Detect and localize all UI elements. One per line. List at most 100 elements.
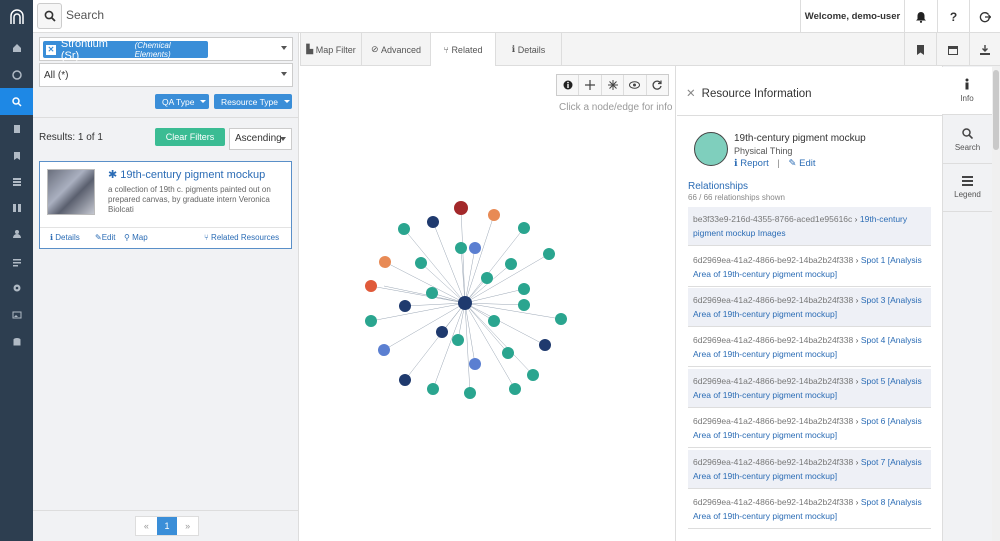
sort-select[interactable]: Ascending	[229, 128, 292, 150]
tiles-icon[interactable]	[0, 194, 33, 221]
qa-type-button[interactable]: QA Type	[155, 94, 209, 109]
scrollbar[interactable]	[992, 66, 1000, 541]
top-bar	[33, 0, 1000, 33]
side-tab-info[interactable]: Info	[942, 67, 992, 115]
relationship-item[interactable]: 6d2969ea-41a2-4866-be92-14ba2b24f338 › S…	[688, 369, 931, 408]
welcome-user[interactable]: Welcome, demo-user	[800, 0, 904, 33]
chevron-down-icon	[280, 137, 286, 141]
search-nav-icon[interactable]	[0, 88, 33, 115]
scrollbar-thumb[interactable]	[993, 70, 999, 150]
list-icon[interactable]	[0, 168, 33, 195]
page-1-button[interactable]: 1	[156, 517, 178, 535]
relationship-item[interactable]: be3f33e9-216d-4355-8766-aced1e95616c › 1…	[688, 207, 931, 246]
relationship-uuid: 6d2969ea-41a2-4866-be92-14ba2b24f338	[693, 376, 854, 386]
search-filter-panel	[33, 33, 299, 541]
tab-advanced[interactable]: ⊘ Advanced	[362, 33, 431, 66]
logo-icon[interactable]	[0, 0, 33, 33]
relationship-label[interactable]: Spot 6 [Analysis Area of 19th-century pi…	[693, 416, 922, 440]
related-resources-link[interactable]: ⑂ Related Resources	[204, 233, 279, 242]
notifications-button[interactable]	[904, 0, 937, 33]
user-icon[interactable]	[0, 220, 33, 247]
document-icon[interactable]	[0, 115, 33, 142]
refresh-icon[interactable]	[647, 75, 668, 95]
relationship-label[interactable]: Spot 8 [Analysis Area of 19th-century pi…	[693, 497, 922, 521]
relationship-item[interactable]: 6d2969ea-41a2-4866-be92-14ba2b24f338 › S…	[688, 248, 931, 287]
database-icon[interactable]	[0, 328, 33, 355]
report-icon[interactable]	[0, 248, 33, 275]
relationship-item[interactable]: 6d2969ea-41a2-4866-be92-14ba2b24f338 › S…	[688, 409, 931, 448]
relationship-item[interactable]: 6d2969ea-41a2-4866-be92-14ba2b24f338 › S…	[688, 490, 931, 529]
resource-info-title-text: Resource Information	[701, 88, 812, 100]
close-icon[interactable]: ✕	[686, 88, 696, 100]
asterisk-icon: ✱	[108, 169, 121, 181]
details-link-label: Details	[55, 233, 80, 242]
tab-map-filter[interactable]: ▙ Map Filter	[300, 33, 362, 66]
term-filter-tag[interactable]: ✕ Strontium (Sr) (Chemical Elements)	[43, 38, 208, 62]
settings-icon[interactable]	[0, 274, 33, 301]
chevron-right-icon: ›	[855, 457, 859, 467]
tab-label: Advanced	[381, 44, 422, 55]
tab-details[interactable]: ℹ︎ Details	[496, 33, 562, 66]
calendar-icon	[948, 45, 958, 55]
clear-filters-button[interactable]: Clear Filters	[155, 128, 225, 146]
side-tab-legend[interactable]: Legend	[943, 164, 992, 212]
related-icon: ⑂	[204, 233, 209, 242]
logout-button[interactable]	[969, 0, 1000, 33]
edit-icon: ✎	[95, 233, 102, 242]
relationship-label[interactable]: Spot 4 [Analysis Area of 19th-century pi…	[693, 335, 922, 359]
download-button[interactable]	[969, 33, 1000, 66]
edit-link[interactable]: ✎ Edit	[789, 158, 816, 169]
relationship-uuid: be3f33e9-216d-4355-8766-aced1e95616c	[693, 214, 853, 224]
relationship-label[interactable]: Spot 1 [Analysis Area of 19th-century pi…	[693, 255, 922, 279]
remove-tag-icon[interactable]: ✕	[46, 44, 56, 55]
resource-type-button[interactable]: Resource Type	[214, 94, 292, 109]
all-select[interactable]	[39, 63, 293, 87]
results-count: Results: 1 of 1	[39, 132, 103, 143]
info-icon: ℹ︎	[50, 233, 54, 242]
result-title-link[interactable]: ✱ 19th-century pigment mockup	[108, 168, 265, 181]
related-resources-graph[interactable]	[300, 66, 676, 541]
relationship-label[interactable]: 19th-century pigment mockup Images	[693, 214, 908, 238]
relationship-label[interactable]: Spot 5 [Analysis Area of 19th-century pi…	[693, 376, 922, 400]
next-page-button[interactable]: »	[185, 521, 191, 531]
tab-related[interactable]: ⑂ Related	[431, 33, 496, 67]
network-graph[interactable]	[300, 66, 676, 541]
tab-bar	[300, 33, 1000, 66]
relationship-item[interactable]: 6d2969ea-41a2-4866-be92-14ba2b24f338 › S…	[688, 288, 931, 327]
map-pin-icon: ⚲	[124, 233, 130, 242]
relationship-item[interactable]: 6d2969ea-41a2-4866-be92-14ba2b24f338 › S…	[688, 328, 931, 367]
relationship-label[interactable]: Spot 3 [Analysis Area of 19th-century pi…	[693, 295, 922, 319]
info-icon	[965, 78, 969, 90]
search-input[interactable]: Search	[66, 8, 105, 22]
result-thumbnail[interactable]	[47, 169, 95, 215]
relationships-heading: Relationships	[688, 181, 749, 192]
bookmark-icon[interactable]	[0, 142, 33, 169]
info-icon[interactable]	[557, 75, 580, 95]
side-tab-search[interactable]: Search	[943, 116, 992, 164]
side-tab-label: Info	[960, 94, 974, 103]
help-button[interactable]: ?	[937, 0, 969, 33]
dashboard-icon[interactable]	[0, 61, 33, 88]
tab-label: Related	[451, 44, 483, 55]
eye-icon[interactable]	[624, 75, 647, 95]
divider	[33, 510, 299, 511]
home-icon[interactable]	[0, 34, 33, 61]
graph-edges	[370, 207, 562, 394]
details-link[interactable]: ℹ︎ Details	[50, 233, 80, 242]
search-button[interactable]	[37, 3, 62, 29]
report-link[interactable]: ℹ︎ Report	[734, 158, 769, 169]
expand-icon[interactable]	[602, 75, 625, 95]
bookmark-icon	[917, 44, 924, 55]
image-icon[interactable]	[0, 301, 33, 328]
calendar-button[interactable]	[936, 33, 969, 66]
edit-link[interactable]: ✎Edit	[95, 233, 116, 242]
relationship-item[interactable]: 6d2969ea-41a2-4866-be92-14ba2b24f338 › S…	[688, 450, 931, 489]
map-link[interactable]: ⚲ Map	[124, 233, 148, 242]
prev-page-button[interactable]: «	[143, 521, 149, 531]
relationship-label[interactable]: Spot 7 [Analysis Area of 19th-century pi…	[693, 457, 922, 481]
plus-icon[interactable]	[579, 75, 602, 95]
bookmark-button[interactable]	[904, 33, 936, 66]
chevron-right-icon: ›	[855, 376, 859, 386]
graph-nodes[interactable]	[365, 201, 567, 399]
search-icon	[962, 127, 973, 139]
